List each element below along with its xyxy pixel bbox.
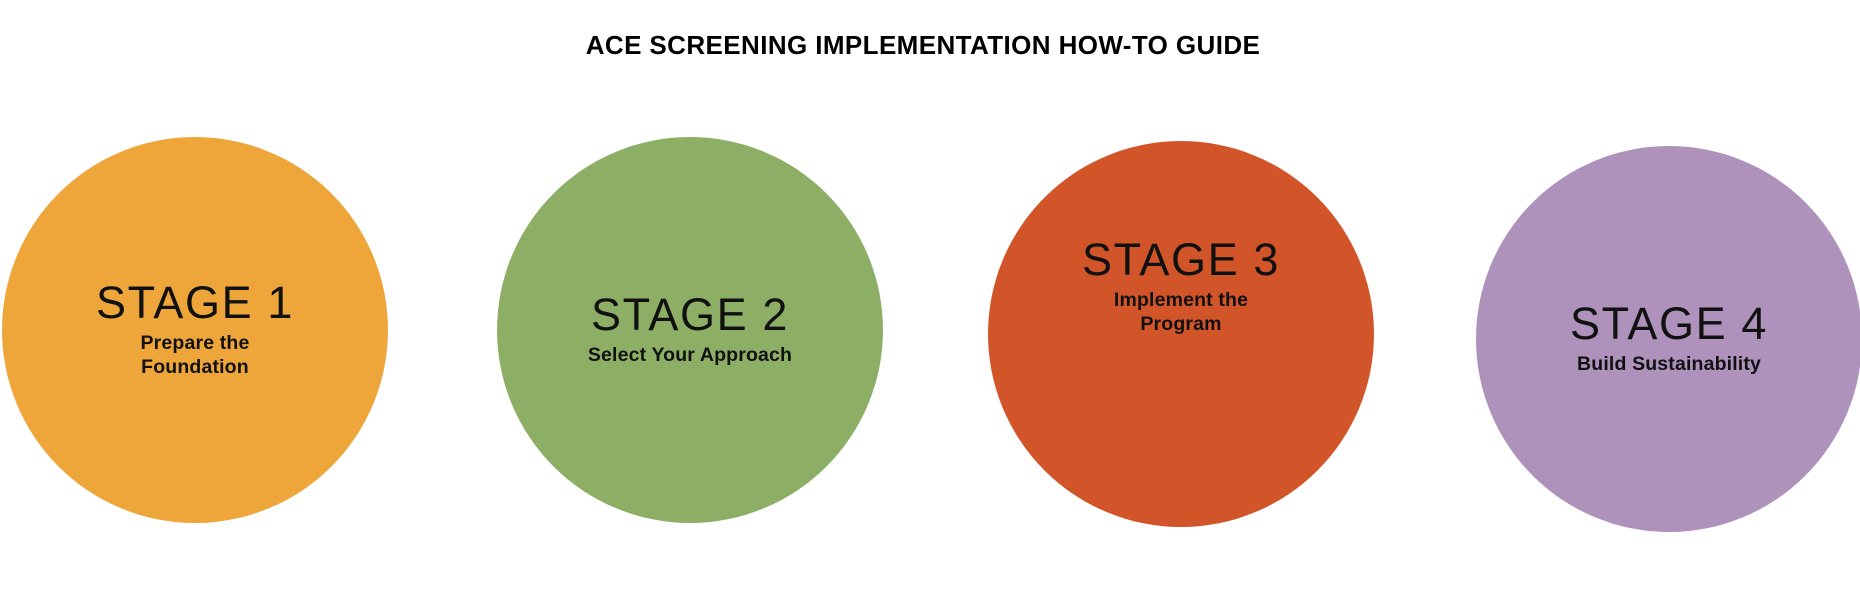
page-title: ACE SCREENING IMPLEMENTATION HOW-TO GUID… — [585, 30, 1261, 60]
stage-circle-1[interactable]: STAGE 1 Prepare the Foundation — [2, 137, 388, 523]
stage-circle-row: STAGE 1 Prepare the Foundation STAGE 2 S… — [0, 137, 1860, 532]
stage-4-subtitle: Build Sustainability — [1577, 353, 1761, 376]
stage-2-subtitle: Select Your Approach — [587, 344, 793, 367]
stage-2-heading: STAGE 2 — [591, 289, 789, 341]
stage-circle-3[interactable]: STAGE 3 Implement the Program — [988, 141, 1374, 527]
stage-1-heading: STAGE 1 — [96, 277, 294, 329]
stage-circle-4[interactable]: STAGE 4 Build Sustainability — [1476, 146, 1860, 532]
stage-3-heading: STAGE 3 — [1082, 234, 1280, 285]
stage-1-subtitle: Prepare the Foundation — [140, 332, 250, 379]
stage-circle-2[interactable]: STAGE 2 Select Your Approach — [497, 137, 883, 523]
stage-3-subtitle: Implement the Program — [1113, 288, 1249, 336]
stage-4-heading: STAGE 4 — [1570, 298, 1768, 350]
